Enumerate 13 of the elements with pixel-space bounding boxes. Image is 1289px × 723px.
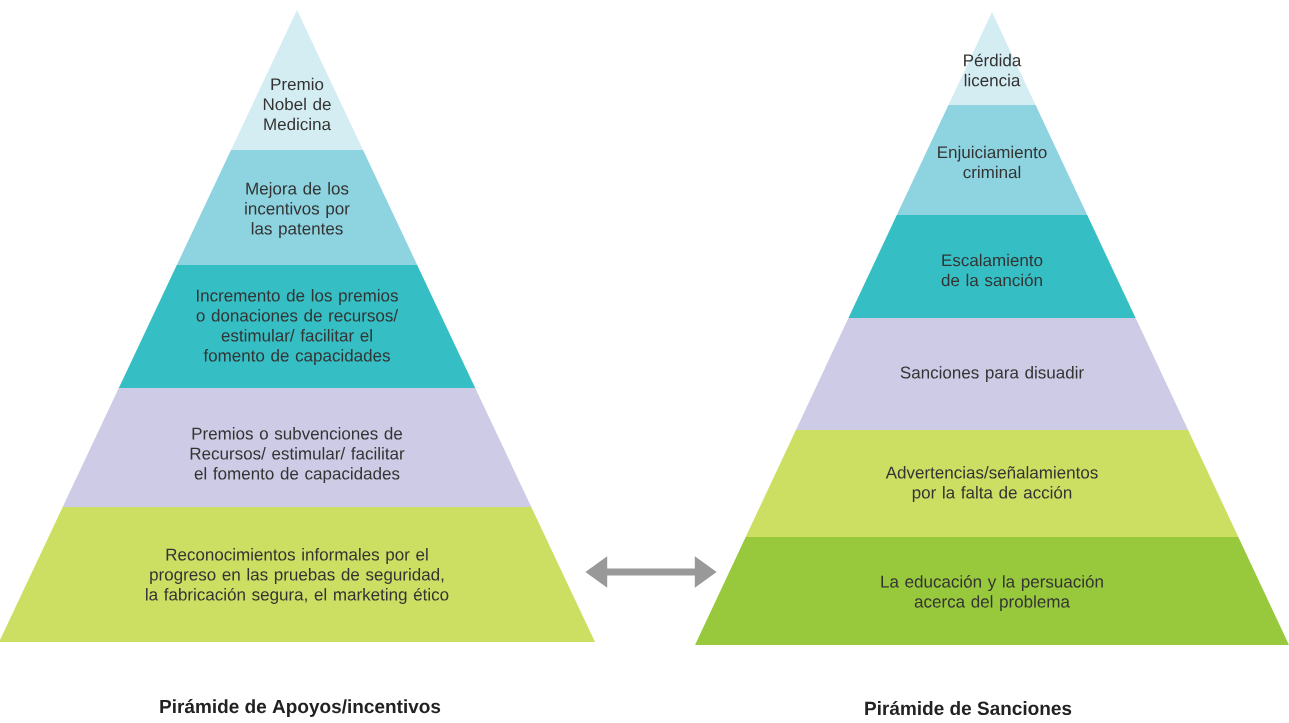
pyramid-band: Premios o subvenciones de Recursos/ estimular/ facilitar el fomento de capacidades (62, 388, 532, 507)
pyramid-title: Pirámide de Sanciones (865, 700, 1072, 716)
pyramid-band: Premio Nobel de Medicina (231, 10, 363, 150)
pyramid-title: Pirámide de Apoyos/incentivos (160, 699, 441, 717)
pyramid-band: Enjuiciamiento criminal (896, 105, 1088, 215)
pyramid-band: Escalamiento de la sanción (848, 215, 1136, 318)
pyramid-band: Pérdida licencia (948, 12, 1036, 105)
pyramid-band: Incremento de los premios o donaciones de recursos/ estimular/ facilitar el fomento de capacidades (118, 265, 476, 388)
pyramid-band: La educación y la persuación acerca del problema (695, 537, 1289, 645)
pyramid-band: Mejora de los incentivos por las patentes (176, 150, 418, 265)
pyramid-band: Advertencias/señalamientos por la falta de acción (745, 430, 1239, 537)
pyramid-band: Sanciones para disuadir (795, 318, 1189, 430)
pyramid-band: Reconocimientos informales por el progreso en las pruebas de seguridad, la fabricación segura, el marketing ético (0, 507, 595, 642)
